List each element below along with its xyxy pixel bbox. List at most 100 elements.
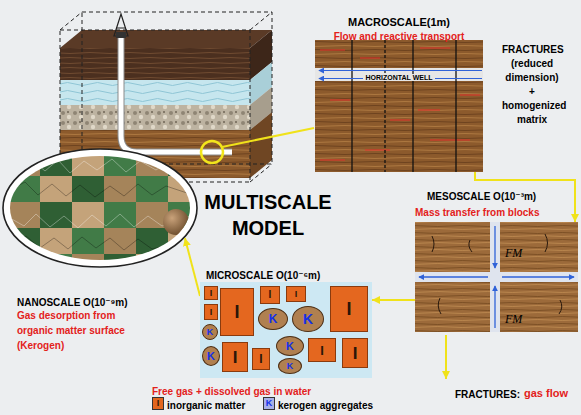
kerogen-aggregate: K — [258, 308, 288, 330]
water-layer — [60, 80, 250, 105]
crumple — [10, 158, 190, 173]
matrix-symbol-holder: FM — [505, 309, 522, 327]
tile — [168, 150, 200, 176]
tile — [40, 254, 72, 280]
crack — [432, 236, 434, 252]
legend-letter-holder: K — [264, 398, 274, 409]
scale-heading: MICROSCALE O(10⁻⁶m) — [206, 270, 320, 281]
streak — [330, 100, 350, 101]
legend-letter: I — [157, 399, 160, 408]
microscale-box: MICROSCALE O(10⁻⁶m)Free gas + dissolved … — [200, 282, 372, 378]
legend-text: kerogen aggregates — [278, 400, 373, 411]
kerogen-letter: K — [269, 313, 278, 325]
scale-heading: MACROSCALE(1m) — [348, 16, 450, 28]
scale-subheading: Gas desorption from organic matter surfa… — [17, 310, 125, 351]
matrix-block — [315, 81, 483, 172]
crack — [469, 240, 472, 252]
cube-edge — [82, 12, 272, 164]
tile — [8, 254, 40, 280]
scale-caption: Free gas + dissolved gas in water — [152, 386, 311, 397]
inorganic-grain: I — [204, 286, 218, 300]
matrix-symbol: FM — [505, 246, 522, 260]
kerogen-aggregate: K — [276, 336, 304, 356]
scale-subheading: Mass transfer from blocks — [415, 207, 540, 218]
scale-heading-holder: MESOSCALE O(10⁻³m) — [427, 186, 536, 204]
cube-edge — [250, 164, 272, 182]
grain-letter-holder: I — [261, 287, 279, 303]
fracture-flow-label: gas flow — [524, 387, 568, 399]
fracture-flow-label-holder: gas flow — [524, 385, 568, 400]
fractures — [352, 40, 456, 172]
zoom-circle — [201, 141, 223, 163]
grain-letter: I — [210, 289, 213, 298]
dashed-cube — [60, 12, 272, 182]
kerogen-ball — [163, 209, 189, 235]
grain-letter: I — [320, 344, 324, 357]
crack — [559, 300, 562, 314]
inorganic-grain: I — [330, 286, 368, 332]
tile — [40, 228, 72, 254]
matrix-block — [415, 222, 490, 272]
kerogen-letter: K — [286, 341, 294, 352]
well-pipe — [121, 36, 232, 152]
legend-text-holder: inorganic matter — [167, 397, 245, 412]
streak — [420, 48, 450, 49]
streak — [460, 95, 480, 96]
tile — [72, 150, 104, 176]
inorganic-grain: I — [308, 338, 336, 362]
tile — [40, 150, 72, 176]
legend-letter-holder: I — [153, 398, 163, 409]
fracture — [412, 40, 413, 172]
legend-swatch: I — [152, 397, 164, 410]
cube-edge — [250, 12, 272, 30]
matrix-block — [500, 222, 578, 272]
kerogen-letter-holder: K — [293, 307, 323, 331]
crack — [545, 234, 548, 252]
reservoir-block — [60, 12, 314, 182]
grain-letter: I — [295, 290, 298, 299]
streak — [390, 120, 410, 121]
kerogen-letter: K — [287, 362, 294, 371]
tile — [104, 228, 136, 254]
scale-subheading-holder: Flow and reactive transport — [315, 26, 483, 44]
grain-letter: I — [210, 308, 213, 317]
legend-text-holder: kerogen aggregates — [278, 397, 373, 412]
diagram-title: MULTISCALE MODEL — [204, 191, 331, 239]
tile — [104, 150, 136, 176]
streak — [320, 50, 345, 51]
inorganic-grain: I — [286, 286, 306, 302]
grain-letter: I — [346, 300, 351, 318]
nanoscale-ellipse: NANOSCALE O(10⁻⁹m)Gas desorption from or… — [2, 148, 198, 268]
grain-letter: I — [234, 303, 239, 321]
grain-letter: I — [353, 345, 358, 362]
scale-heading: MESOSCALE O(10⁻³m) — [427, 191, 536, 202]
grain-letter-holder: I — [221, 289, 253, 335]
scale-subheading-holder: Gas desorption from organic matter surfa… — [17, 307, 137, 352]
tile — [8, 176, 40, 202]
scale-subheading: Flow and reactive transport — [334, 31, 465, 42]
fracture-label: FRACTURES: — [455, 389, 520, 400]
streak — [430, 140, 470, 141]
legend-text: inorganic matter — [167, 400, 245, 411]
grain-letter: I — [233, 349, 238, 366]
scale-heading-holder: NANOSCALE O(10⁻⁹m) — [17, 292, 128, 310]
flow-arrow — [319, 70, 482, 71]
scale-heading-holder: MACROSCALE(1m) — [315, 12, 483, 30]
well-band — [315, 68, 483, 81]
scale-heading-holder: MICROSCALE O(10⁻⁶m) — [206, 265, 320, 283]
grain-letter-holder: I — [253, 349, 269, 369]
crumple — [10, 214, 190, 228]
kerogen-letter-holder: K — [279, 359, 301, 373]
crumple — [10, 236, 190, 250]
streak — [360, 58, 380, 59]
matrix-symbol-holder: FM — [505, 243, 522, 261]
well-outline — [121, 36, 232, 152]
kerogen-letter-holder: K — [277, 337, 303, 355]
micro-cracks — [432, 234, 562, 314]
grain-letter: I — [269, 290, 272, 300]
scale-heading: NANOSCALE O(10⁻⁹m) — [17, 297, 128, 308]
nano-outline — [3, 149, 197, 267]
matrix-block — [415, 282, 490, 332]
kerogen-letter: K — [303, 312, 313, 326]
macroscale-figure — [315, 40, 483, 172]
